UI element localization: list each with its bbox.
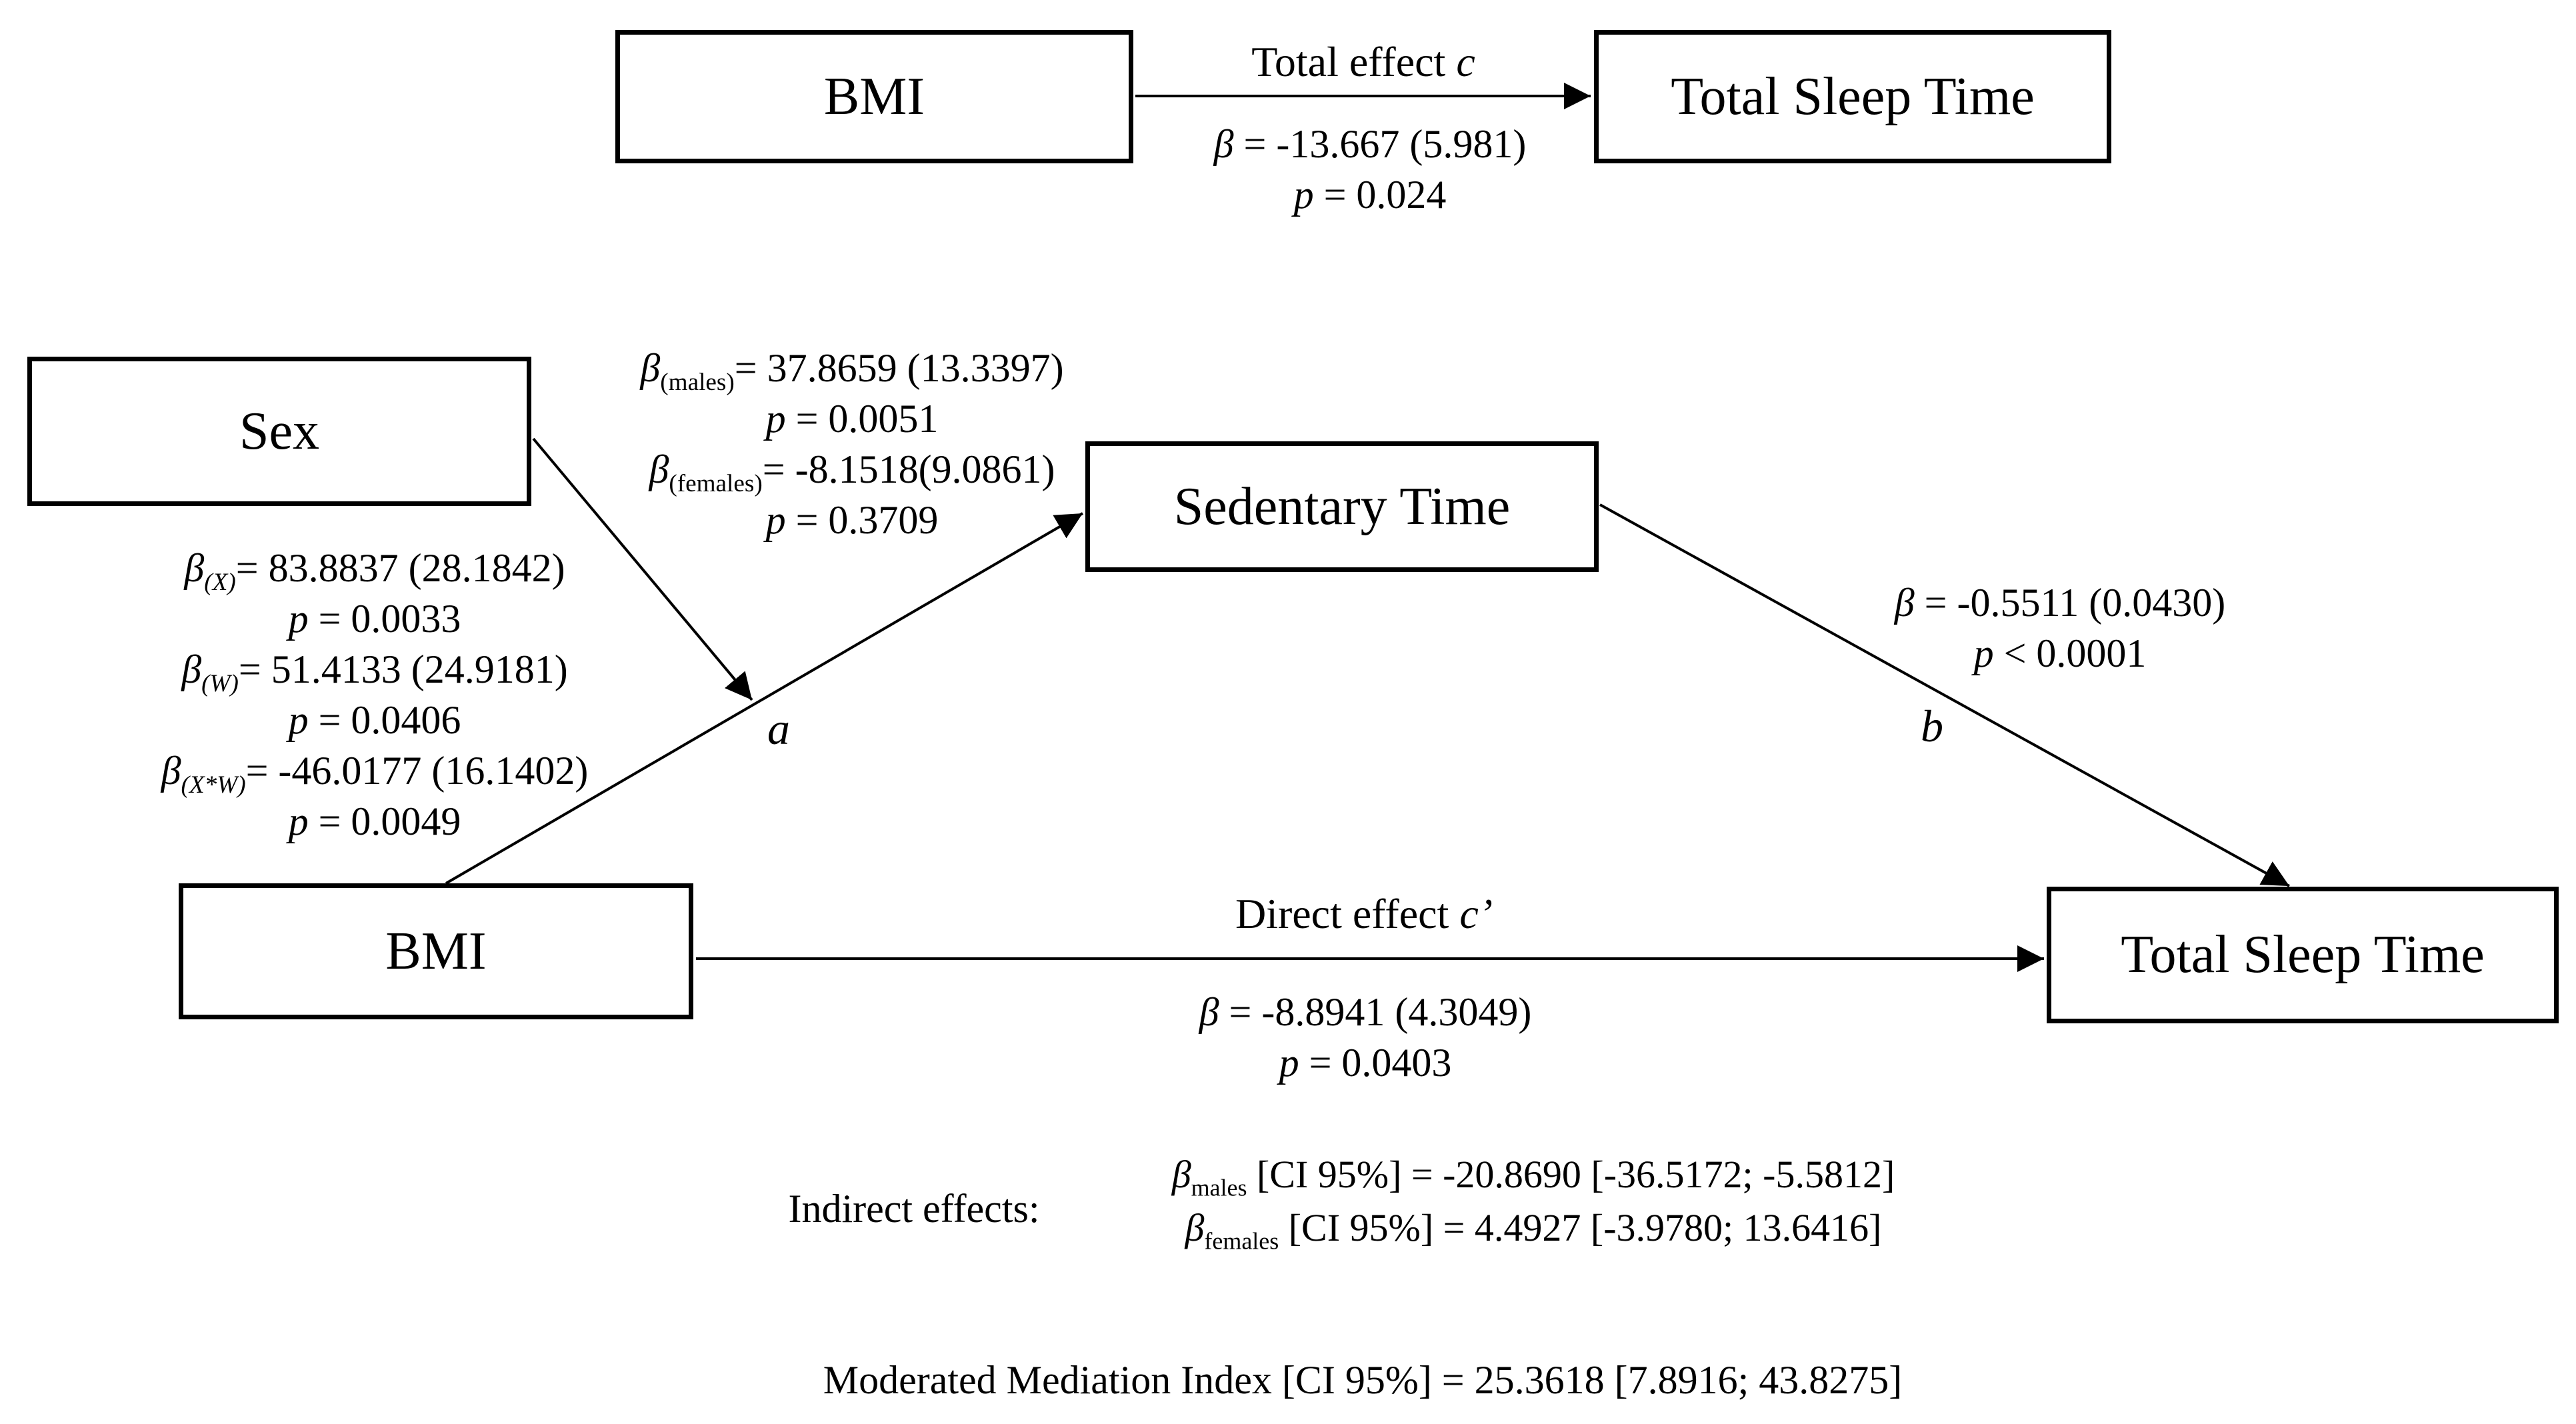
beta-females-line: β(females)= -8.1518(9.0861) — [640, 444, 1063, 497]
p-symbol: p — [1973, 631, 1994, 675]
beta-symbol: β — [1894, 581, 1915, 625]
beta-females-value: = -8.1518(9.0861) — [762, 447, 1055, 491]
p-symbol: p — [288, 799, 309, 843]
beta-x-value: = 83.8837 (28.1842) — [235, 546, 565, 590]
p-males-line: p = 0.0051 — [640, 393, 1063, 444]
p-symbol: p — [288, 597, 309, 641]
p-x-line: p = 0.0033 — [161, 593, 589, 644]
beta-symbol: β — [640, 346, 661, 390]
beta-w-subscript: (W) — [201, 670, 239, 697]
beta-symbol: β — [181, 647, 202, 691]
b-beta-line: β = -0.5511 (0.0430) — [1895, 577, 2225, 628]
p-symbol: p — [765, 397, 786, 441]
p-symbol: p — [1293, 173, 1314, 217]
p-w-line: p = 0.0406 — [161, 695, 589, 745]
p-value: = 0.024 — [1313, 173, 1447, 217]
p-symbol: p — [1279, 1041, 1299, 1085]
box-bmi-bottom: BMI — [179, 883, 693, 1019]
box-sedentary-time: Sedentary Time — [1085, 441, 1599, 572]
box-bmi-bottom-label: BMI — [385, 921, 487, 981]
beta-w-line: β(W)= 51.4133 (24.9181) — [161, 644, 589, 697]
indirect-females-line: βfemales [CI 95%] = 4.4927 [-3.9780; 13.… — [1172, 1201, 1895, 1255]
box-total-sleep-time-bottom: Total Sleep Time — [2047, 887, 2559, 1023]
p-symbol: p — [288, 698, 309, 742]
total-effect-letter: c — [1456, 38, 1475, 85]
direct-effect-letter: c’ — [1459, 890, 1493, 937]
direct-p-line: p = 0.0403 — [1199, 1037, 1532, 1088]
beta-xw-line: β(X*W)= -46.0177 (16.1402) — [161, 745, 589, 799]
p-males-value: = 0.0051 — [785, 397, 939, 441]
a-letter-text: a — [767, 703, 790, 754]
direct-p-value: = 0.0403 — [1299, 1041, 1452, 1085]
box-bmi-top: BMI — [615, 30, 1133, 163]
beta-symbol: β — [1199, 990, 1219, 1034]
males-subscript: males — [1191, 1174, 1247, 1201]
box-total-sleep-time-bottom-label: Total Sleep Time — [2121, 925, 2485, 984]
beta-xw-subscript: (X*W) — [181, 771, 246, 799]
total-effect-beta: β = -13.667 (5.981) — [1214, 119, 1527, 169]
a-path-arrow — [445, 512, 1084, 885]
b-path-arrow — [1599, 503, 2290, 887]
total-effect-p: p = 0.024 — [1214, 169, 1527, 220]
beta-symbol: β — [161, 749, 181, 793]
direct-beta-value: = -8.8941 (4.3049) — [1219, 990, 1532, 1034]
direct-beta-line: β = -8.8941 (4.3049) — [1199, 987, 1532, 1037]
beta-xw-value: = -46.0177 (16.1402) — [245, 749, 589, 793]
indirect-effects-values: βmales [CI 95%] = -20.8690 [-36.5172; -5… — [1172, 1148, 1895, 1255]
beta-males-value: = 37.8659 (13.3397) — [734, 346, 1064, 390]
p-xw-value: = 0.0049 — [308, 799, 461, 843]
moderation-stats: β(males)= 37.8659 (13.3397) p = 0.0051 β… — [640, 343, 1063, 545]
p-symbol: p — [765, 498, 786, 542]
beta-x-subscript: (X) — [204, 569, 236, 596]
beta-value: = -13.667 (5.981) — [1233, 122, 1527, 166]
box-total-sleep-time-top: Total Sleep Time — [1594, 30, 2111, 163]
direct-effect-stats: β = -8.8941 (4.3049) p = 0.0403 — [1199, 987, 1532, 1088]
beta-symbol: β — [184, 546, 205, 590]
b-letter-text: b — [1921, 701, 1943, 751]
p-w-value: = 0.0406 — [308, 698, 461, 742]
b-p-value: < 0.0001 — [1993, 631, 2147, 675]
indirect-males-value: [CI 95%] = -20.8690 [-36.5172; -5.5812] — [1247, 1153, 1895, 1196]
beta-males-line: β(males)= 37.8659 (13.3397) — [640, 343, 1064, 396]
indirect-males-line: βmales [CI 95%] = -20.8690 [-36.5172; -5… — [1172, 1148, 1895, 1201]
beta-symbol: β — [1213, 122, 1234, 166]
box-sex: Sex — [27, 357, 531, 506]
moderated-mediation-index: Moderated Mediation Index [CI 95%] = 25.… — [823, 1355, 1903, 1405]
box-bmi-top-label: BMI — [823, 67, 925, 126]
total-effect-title-text: Total effect — [1251, 38, 1457, 85]
total-effect-stats: β = -13.667 (5.981) p = 0.024 — [1214, 119, 1527, 220]
p-xw-line: p = 0.0049 — [161, 796, 589, 847]
b-path-letter: b — [1921, 700, 1943, 753]
p-females-value: = 0.3709 — [785, 498, 939, 542]
beta-symbol: β — [1185, 1206, 1205, 1249]
interaction-stats: β(X)= 83.8837 (28.1842) p = 0.0033 β(W)=… — [161, 543, 589, 847]
beta-symbol: β — [1171, 1153, 1191, 1196]
b-path-stats: β = -0.5511 (0.0430) p < 0.0001 — [1895, 577, 2225, 679]
beta-males-subscript: (males) — [660, 369, 735, 396]
p-females-line: p = 0.3709 — [640, 495, 1063, 545]
box-total-sleep-time-top-label: Total Sleep Time — [1671, 67, 2035, 126]
females-subscript: females — [1204, 1227, 1279, 1255]
b-beta-value: = -0.5511 (0.0430) — [1914, 581, 2226, 625]
total-effect-title: Total effect c — [1251, 37, 1475, 87]
direct-effect-title-text: Direct effect — [1235, 890, 1460, 937]
moderated-mediation-index-text: Moderated Mediation Index [CI 95%] = 25.… — [823, 1358, 1903, 1402]
beta-symbol: β — [649, 447, 669, 491]
beta-w-value: = 51.4133 (24.9181) — [238, 647, 568, 691]
indirect-effects-text: Indirect effects: — [788, 1187, 1040, 1231]
moderation-arrow — [532, 437, 753, 701]
beta-x-line: β(X)= 83.8837 (28.1842) — [161, 543, 589, 596]
p-x-value: = 0.0033 — [308, 597, 461, 641]
beta-females-subscript: (females) — [669, 470, 763, 497]
b-p-line: p < 0.0001 — [1895, 628, 2225, 679]
direct-effect-title: Direct effect c’ — [1235, 889, 1493, 939]
box-sex-label: Sex — [239, 401, 319, 461]
indirect-females-value: [CI 95%] = 4.4927 [-3.9780; 13.6416] — [1279, 1206, 1882, 1249]
box-sedentary-time-label: Sedentary Time — [1173, 477, 1511, 536]
a-path-letter: a — [767, 703, 790, 755]
indirect-effects-label: Indirect effects: — [788, 1183, 1039, 1234]
